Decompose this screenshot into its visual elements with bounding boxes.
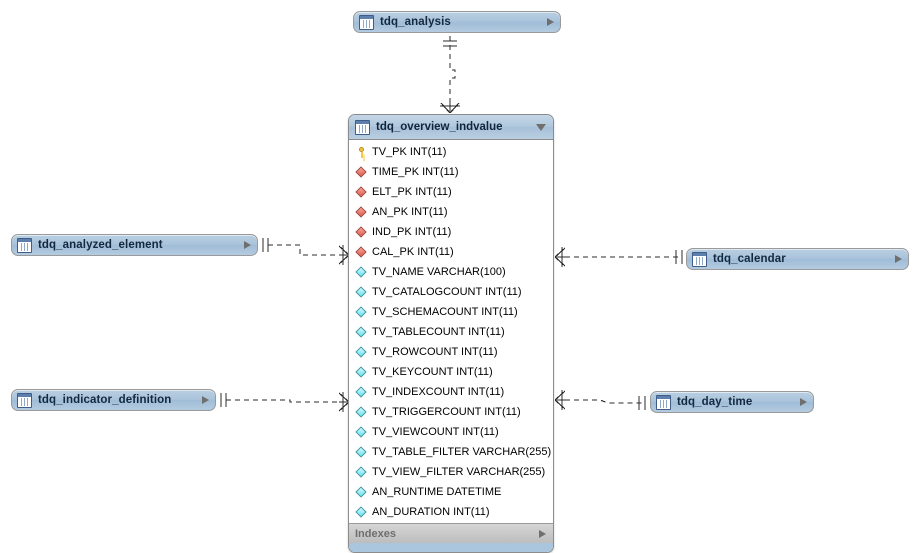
column-list: TV_PK INT(11) TIME_PK INT(11) ELT_PK INT(1… <box>349 140 553 523</box>
column-row[interactable]: ELT_PK INT(11) <box>349 182 553 202</box>
foreign-key-icon <box>355 206 368 219</box>
chevron-right-icon[interactable] <box>895 255 902 263</box>
column-label: AN_RUNTIME DATETIME <box>372 486 502 498</box>
column-label: TV_ROWCOUNT INT(11) <box>372 346 498 358</box>
column-label: TV_NAME VARCHAR(100) <box>372 266 506 278</box>
chevron-right-icon[interactable] <box>547 18 554 26</box>
column-icon <box>355 406 368 419</box>
column-row[interactable]: TV_PK INT(11) <box>349 142 553 162</box>
column-label: IND_PK INT(11) <box>372 226 452 238</box>
column-label: TV_PK INT(11) <box>372 146 447 158</box>
table-icon <box>359 14 374 30</box>
table-name-label: tdq_analyzed_element <box>38 239 163 251</box>
table-node-tdq-analyzed-element[interactable]: tdq_analyzed_element <box>11 234 258 256</box>
column-row[interactable]: TV_ROWCOUNT INT(11) <box>349 342 553 362</box>
column-icon <box>355 506 368 519</box>
column-label: TV_INDEXCOUNT INT(11) <box>372 386 505 398</box>
column-icon <box>355 286 368 299</box>
column-icon <box>355 426 368 439</box>
column-row[interactable]: TV_TABLECOUNT INT(11) <box>349 322 553 342</box>
column-label: TV_KEYCOUNT INT(11) <box>372 366 493 378</box>
foreign-key-icon <box>355 226 368 239</box>
column-icon <box>355 266 368 279</box>
table-icon <box>656 394 671 410</box>
table-icon <box>17 237 32 253</box>
column-row[interactable]: TV_NAME VARCHAR(100) <box>349 262 553 282</box>
table-header[interactable]: tdq_overview_indvalue <box>349 115 553 140</box>
chevron-right-icon[interactable] <box>202 396 209 404</box>
column-icon <box>355 466 368 479</box>
column-row[interactable]: CAL_PK INT(11) <box>349 242 553 262</box>
table-icon <box>692 251 707 267</box>
chevron-right-icon[interactable] <box>800 398 807 406</box>
column-icon <box>355 446 368 459</box>
column-label: TIME_PK INT(11) <box>372 166 459 178</box>
column-label: AN_PK INT(11) <box>372 206 448 218</box>
column-row[interactable]: TIME_PK INT(11) <box>349 162 553 182</box>
column-row[interactable]: TV_VIEWCOUNT INT(11) <box>349 422 553 442</box>
column-icon <box>355 486 368 499</box>
table-name-label: tdq_day_time <box>677 396 753 408</box>
column-label: TV_TRIGGERCOUNT INT(11) <box>372 406 521 418</box>
column-icon <box>355 326 368 339</box>
column-row[interactable]: TV_TABLE_FILTER VARCHAR(255) <box>349 442 553 462</box>
table-icon <box>355 119 370 135</box>
relationship-tdq-analysis <box>440 36 460 114</box>
table-name-label: tdq_indicator_definition <box>38 394 172 406</box>
column-row[interactable]: IND_PK INT(11) <box>349 222 553 242</box>
relationship-tdq-day-time <box>554 390 646 410</box>
relationship-tdq-analyzed-element <box>262 238 350 265</box>
column-label: TV_TABLE_FILTER VARCHAR(255) <box>372 446 552 458</box>
relationship-tdq-calendar <box>554 247 683 267</box>
column-label: TV_VIEW_FILTER VARCHAR(255) <box>372 466 546 478</box>
relationship-tdq-indicator-definition <box>220 392 350 412</box>
column-row[interactable]: TV_CATALOGCOUNT INT(11) <box>349 282 553 302</box>
column-icon <box>355 386 368 399</box>
column-row[interactable]: TV_SCHEMACOUNT INT(11) <box>349 302 553 322</box>
column-row[interactable]: TV_VIEW_FILTER VARCHAR(255) <box>349 462 553 482</box>
column-label: AN_DURATION INT(11) <box>372 506 490 518</box>
column-row[interactable]: AN_RUNTIME DATETIME <box>349 482 553 502</box>
primary-key-icon <box>355 146 368 159</box>
column-icon <box>355 346 368 359</box>
column-label: ELT_PK INT(11) <box>372 186 452 198</box>
chevron-down-icon[interactable] <box>536 123 546 131</box>
column-row[interactable]: TV_TRIGGERCOUNT INT(11) <box>349 402 553 422</box>
column-row[interactable]: TV_INDEXCOUNT INT(11) <box>349 382 553 402</box>
page-title: tdq_overview_indvalue <box>376 121 503 133</box>
table-node-tdq-calendar[interactable]: tdq_calendar <box>686 248 909 270</box>
table-footer-strip <box>349 543 553 552</box>
table-icon <box>17 392 32 408</box>
column-icon <box>355 366 368 379</box>
table-node-tdq-indicator-definition[interactable]: tdq_indicator_definition <box>11 389 216 411</box>
column-label: TV_CATALOGCOUNT INT(11) <box>372 286 522 298</box>
foreign-key-icon <box>355 246 368 259</box>
table-name-label: tdq_calendar <box>713 253 786 265</box>
foreign-key-icon <box>355 166 368 179</box>
column-row[interactable]: TV_KEYCOUNT INT(11) <box>349 362 553 382</box>
table-node-tdq-day-time[interactable]: tdq_day_time <box>650 391 814 413</box>
table-node-tdq-overview-indvalue[interactable]: tdq_overview_indvalue TV_PK INT(11) TIME_… <box>348 114 554 553</box>
column-label: TV_TABLECOUNT INT(11) <box>372 326 505 338</box>
column-label: CAL_PK INT(11) <box>372 246 454 258</box>
foreign-key-icon <box>355 186 368 199</box>
table-name-label: tdq_analysis <box>380 16 451 28</box>
chevron-right-icon[interactable] <box>244 241 251 249</box>
column-row[interactable]: AN_DURATION INT(11) <box>349 502 553 522</box>
chevron-right-icon[interactable] <box>539 529 546 538</box>
indexes-section-header[interactable]: Indexes <box>349 523 553 543</box>
column-row[interactable]: AN_PK INT(11) <box>349 202 553 222</box>
indexes-label: Indexes <box>355 527 396 540</box>
column-icon <box>355 306 368 319</box>
column-label: TV_VIEWCOUNT INT(11) <box>372 426 499 438</box>
table-node-tdq-analysis[interactable]: tdq_analysis <box>353 11 561 33</box>
column-label: TV_SCHEMACOUNT INT(11) <box>372 306 518 318</box>
